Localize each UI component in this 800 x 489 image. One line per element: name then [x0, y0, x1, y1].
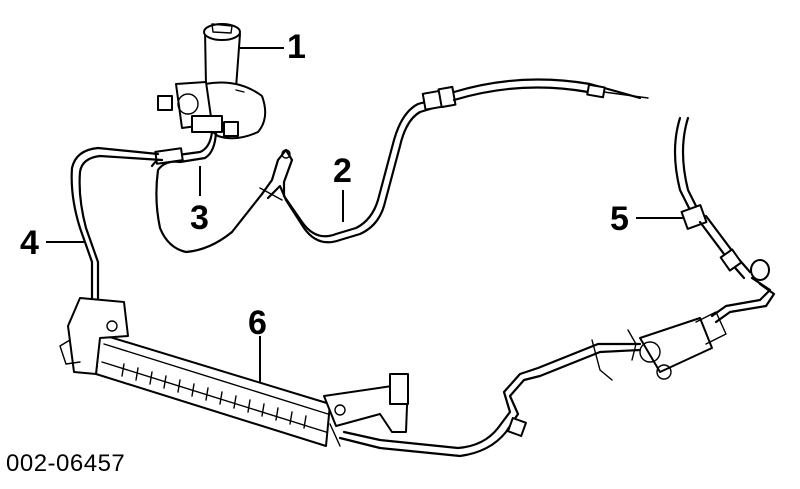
callout-3: 3: [190, 199, 209, 237]
hose-2: [259, 78, 649, 244]
part-number-label: 002-06457: [6, 450, 126, 477]
callout-2: 2: [333, 152, 352, 190]
callout-5: 5: [610, 200, 629, 238]
cooler-fins: [121, 363, 307, 429]
callout-6: 6: [248, 304, 267, 342]
cooler-6: [59, 297, 409, 447]
callout-1: 1: [287, 28, 306, 66]
cooler-hose: [338, 311, 727, 458]
pump-reservoir: [157, 23, 267, 140]
callout-4: 4: [20, 224, 39, 262]
return-line-4: [70, 146, 164, 304]
hose-5: [673, 116, 776, 324]
